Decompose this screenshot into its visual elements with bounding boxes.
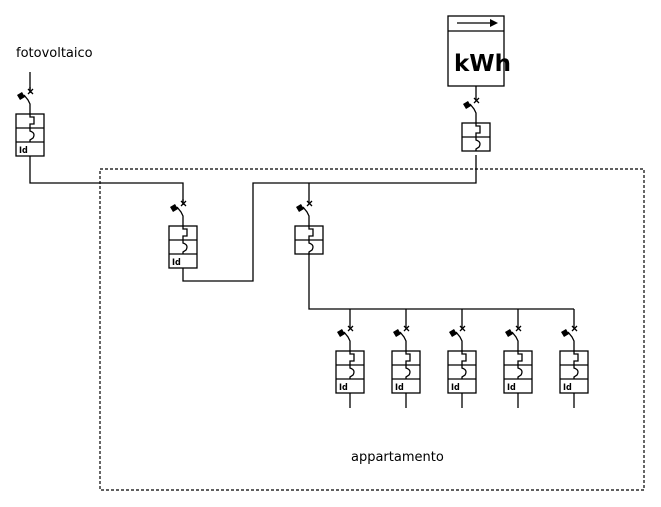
actuator-icon [561,329,569,337]
thermal-trip-icon [461,351,467,365]
contact-x-icon [473,97,480,104]
meter-breaker [461,96,491,152]
meter-unit-label: kWh [454,51,511,77]
magnetic-trip-icon [182,240,188,254]
thermal-trip-icon [573,351,579,365]
main-breaker [294,199,324,255]
pv-breaker: Id [15,87,45,157]
apartment-boundary [99,168,645,491]
actuator-icon [393,329,401,337]
thermal-trip-icon [308,226,314,240]
magnetic-trip-icon [308,240,314,254]
id-label: Id [563,383,572,393]
fotovoltaico-label: fotovoltaico [16,46,93,61]
id-label: Id [172,258,181,268]
magnetic-trip-icon [475,137,481,151]
contact-x-icon [571,325,578,332]
contact-x-icon [306,200,313,207]
contact-x-icon [459,325,466,332]
thermal-trip-icon [405,351,411,365]
branch-breaker-5: Id [559,324,589,408]
branch-breaker-1: Id [335,324,365,408]
branch-breaker-4: Id [503,324,533,408]
actuator-icon [170,204,178,212]
wiring [29,72,574,310]
magnetic-trip-icon [573,365,579,379]
actuator-icon [505,329,513,337]
main-pv-breaker: Id [168,199,198,269]
contact-x-icon [347,325,354,332]
magnetic-trip-icon [349,365,355,379]
magnetic-trip-icon [461,365,467,379]
actuator-icon [449,329,457,337]
magnetic-trip-icon [29,128,35,142]
magnetic-trip-icon [405,365,411,379]
appartamento-label: appartamento [351,450,444,465]
thermal-trip-icon [475,123,481,137]
actuator-icon [463,101,471,109]
arrow-head-icon [490,19,498,27]
branch-breaker-3: Id [447,324,477,408]
actuator-icon [337,329,345,337]
actuator-icon [296,204,304,212]
branch-breaker-2: Id [391,324,421,408]
id-label: Id [339,383,348,393]
thermal-trip-icon [182,226,188,240]
contact-x-icon [180,200,187,207]
thermal-trip-icon [517,351,523,365]
id-label: Id [451,383,460,393]
energy-meter: kWh [447,15,511,87]
actuator-icon [17,92,25,100]
contact-x-icon [27,88,34,95]
id-label: Id [19,146,28,156]
contact-x-icon [403,325,410,332]
contact-x-icon [515,325,522,332]
magnetic-trip-icon [517,365,523,379]
id-label: Id [507,383,516,393]
id-label: Id [395,383,404,393]
thermal-trip-icon [29,114,35,128]
thermal-trip-icon [349,351,355,365]
